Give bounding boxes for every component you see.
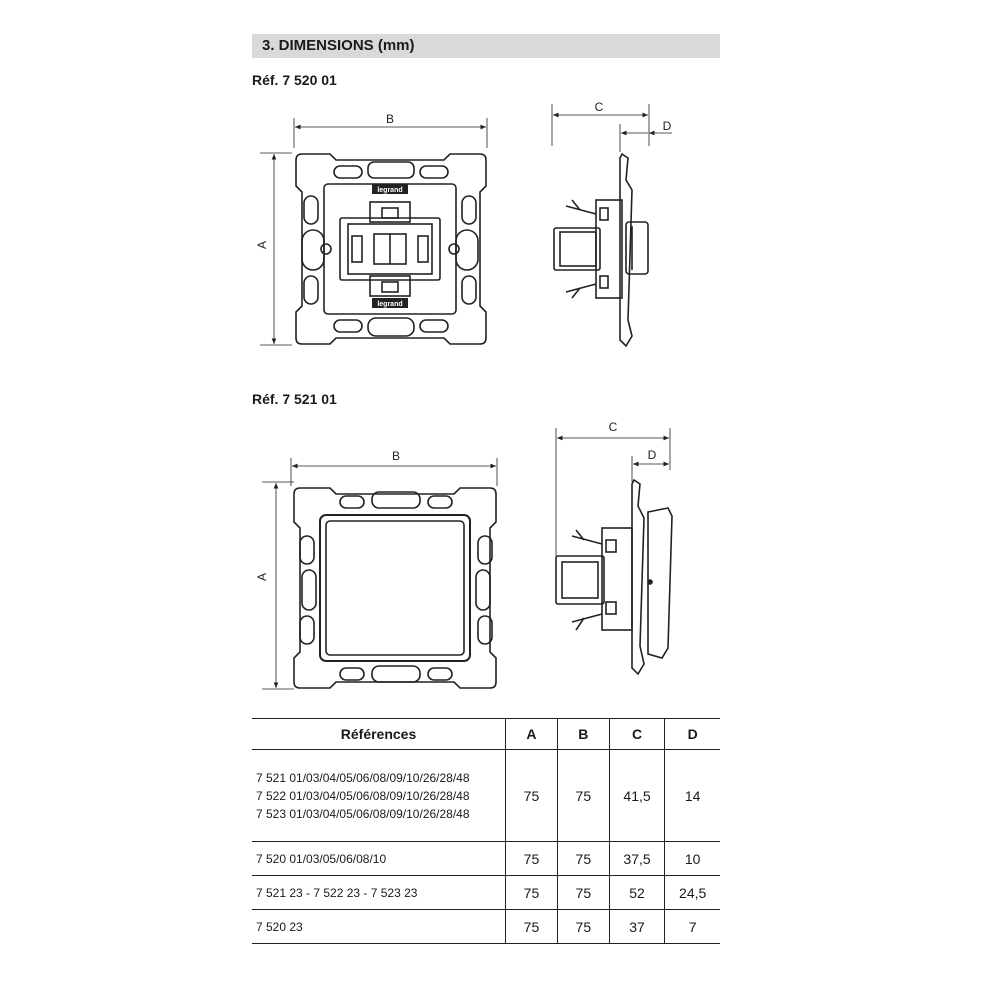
figure-2-ref: Réf. 7 521 01 <box>252 391 337 407</box>
brand-mark-bottom: legrand <box>377 301 402 308</box>
ref-line: 7 520 01/03/05/06/08/10 <box>256 851 387 866</box>
technical-drawings: legrand legrand <box>255 100 673 690</box>
value-c: 37,5 <box>608 841 665 876</box>
value-c: 37 <box>608 909 665 944</box>
value-c: 52 <box>608 875 665 910</box>
figure-2-side-view <box>555 428 673 676</box>
figure-1-ref: Réf. 7 520 01 <box>252 72 337 88</box>
table-row: 7 521 01/03/04/05/06/08/09/10/26/28/48 7… <box>252 749 720 842</box>
fig2-label-c: C <box>609 420 618 434</box>
value-b: 75 <box>556 875 610 910</box>
ref-line: 7 520 23 <box>256 919 303 934</box>
section-header: 3. DIMENSIONS (mm) <box>252 34 720 58</box>
header-a: A <box>505 718 558 750</box>
ref-cell: 7 520 23 <box>252 909 506 944</box>
fig2-label-b: B <box>392 449 400 463</box>
ref-cell: 7 521 23 - 7 522 23 - 7 523 23 <box>252 875 506 910</box>
value-b: 75 <box>556 749 610 842</box>
header-b: B <box>556 718 610 750</box>
figure-2-front-view <box>262 458 498 690</box>
table-header-row: Références A B C D <box>252 718 720 750</box>
value-d: 24,5 <box>664 875 720 910</box>
value-c: 41,5 <box>608 749 665 842</box>
value-d: 10 <box>664 841 720 876</box>
header-references: Références <box>252 718 506 750</box>
fig1-label-c: C <box>595 100 604 114</box>
ref-line: 7 521 23 - 7 522 23 - 7 523 23 <box>256 885 418 900</box>
value-a: 75 <box>505 909 558 944</box>
ref-line: 7 521 01/03/04/05/06/08/09/10/26/28/48 <box>256 770 470 785</box>
figure-1-side-view <box>551 104 672 348</box>
brand-mark-top: legrand <box>377 187 402 194</box>
ref-line: 7 522 01/03/04/05/06/08/09/10/26/28/48 <box>256 788 470 803</box>
fig1-label-d: D <box>663 119 672 133</box>
section-title: 3. DIMENSIONS (mm) <box>262 37 415 54</box>
value-b: 75 <box>556 841 610 876</box>
value-a: 75 <box>505 841 558 876</box>
value-a: 75 <box>505 875 558 910</box>
table-row: 7 521 23 - 7 522 23 - 7 523 23 75 75 52 … <box>252 875 720 910</box>
fig1-label-a: A <box>255 241 269 249</box>
figure-1-front-view: legrand legrand <box>260 118 488 346</box>
header-d: D <box>664 718 720 750</box>
value-b: 75 <box>556 909 610 944</box>
value-d: 7 <box>664 909 720 944</box>
fig2-label-d: D <box>648 448 657 462</box>
header-c: C <box>608 718 665 750</box>
value-d: 14 <box>664 749 720 842</box>
ref-cell: 7 521 01/03/04/05/06/08/09/10/26/28/48 7… <box>252 749 506 842</box>
dimensions-table: Références A B C D 7 521 01/03/04/05/06/… <box>252 718 720 944</box>
ref-line: 7 523 01/03/04/05/06/08/09/10/26/28/48 <box>256 806 470 821</box>
ref-cell: 7 520 01/03/05/06/08/10 <box>252 841 506 876</box>
table-row: 7 520 01/03/05/06/08/10 75 75 37,5 10 <box>252 841 720 876</box>
fig1-label-b: B <box>386 112 394 126</box>
table-row: 7 520 23 75 75 37 7 <box>252 909 720 944</box>
fig2-label-a: A <box>255 573 269 581</box>
value-a: 75 <box>505 749 558 842</box>
